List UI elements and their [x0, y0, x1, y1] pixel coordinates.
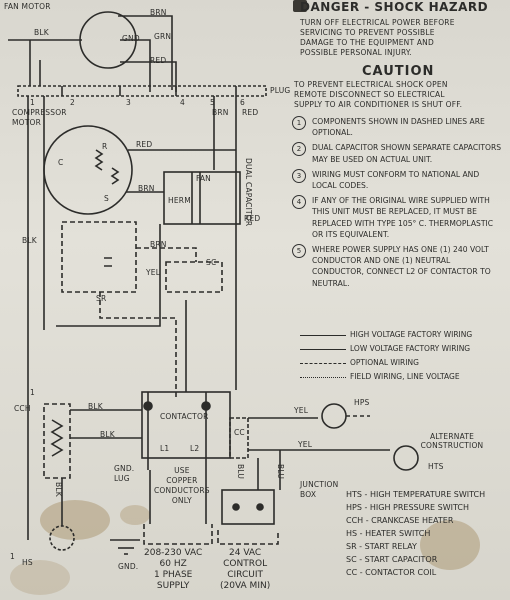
control-terminal-box — [221, 489, 275, 525]
plug-pin: 1 — [30, 98, 35, 107]
terminal-c: C — [58, 158, 64, 167]
dual-capacitor-label: DUAL CAPACITOR — [244, 158, 253, 227]
gnd-label: GND. — [118, 562, 139, 571]
cc-label: CC — [234, 428, 245, 437]
abbr-cch: CCH - CRANKCASE HEATER — [346, 516, 454, 525]
plug-label: PLUG — [270, 86, 291, 95]
wire-label: BLK — [100, 430, 115, 439]
wire-label: RED — [136, 140, 153, 149]
legend-field: FIELD WIRING, LINE VOLTAGE — [300, 372, 460, 383]
terminal-r: R — [102, 142, 108, 151]
wire-label: BRN — [150, 8, 167, 17]
capacitor-fan-label: FAN — [196, 174, 211, 183]
mounting-screw — [293, 0, 307, 12]
wire-label: BRN — [138, 184, 155, 193]
plug-pin: 6 — [240, 98, 245, 107]
compressor-motor-label: COMPRESSOR MOTOR — [12, 108, 67, 127]
gnd-lug-label: GND. LUG — [114, 464, 135, 483]
sr-label: SR — [96, 294, 107, 303]
marker: 1 — [30, 388, 35, 397]
wire-label: BLK — [54, 482, 63, 497]
plug-strip — [17, 85, 267, 97]
fan-motor-label: FAN MOTOR — [4, 2, 51, 11]
stain — [10, 560, 70, 595]
contactor-label: CONTACTOR — [160, 412, 209, 421]
wire-label: BLU — [276, 464, 285, 480]
wire-label: BLK — [88, 402, 103, 411]
hts-label: HTS — [428, 462, 444, 471]
wire-label: BLK — [34, 28, 49, 37]
sc-label: SC — [206, 258, 217, 267]
plug-pin: 5 — [210, 98, 215, 107]
wire-label: BRN — [212, 108, 229, 117]
wire-label: GRN — [154, 32, 172, 41]
dual-capacitor-box — [163, 171, 241, 225]
wire-label: RED — [150, 56, 167, 65]
legend-high-voltage: HIGH VOLTAGE FACTORY WIRING — [300, 330, 472, 341]
gnd-label: GND — [122, 34, 140, 43]
wire-label: BLK — [22, 236, 37, 245]
legend-optional: OPTIONAL WIRING — [300, 358, 419, 369]
stain — [420, 520, 480, 570]
caution-title: CAUTION — [362, 64, 435, 79]
marker: 1 — [10, 552, 15, 561]
plug-pin: 2 — [70, 98, 75, 107]
wire-label: BRN — [150, 240, 167, 249]
stain — [120, 505, 150, 525]
hs-label: HS — [22, 558, 33, 567]
wire-label: RED — [242, 108, 259, 117]
abbr-hps: HPS - HIGH PRESSURE SWITCH — [346, 503, 469, 512]
abbr-cc: CC - CONTACTOR COIL — [346, 568, 437, 577]
compressor-motor-symbol — [43, 125, 133, 215]
wire-label: YEL — [294, 406, 309, 415]
wire-label: BLU — [236, 464, 245, 480]
alternate-construction-label: ALTERNATE CONSTRUCTION — [420, 432, 484, 450]
abbr-sr: SR - START RELAY — [346, 542, 417, 551]
wire-label: RED — [244, 214, 261, 223]
junction-box-label: JUNCTION BOX — [300, 480, 339, 499]
plug-pin: 4 — [180, 98, 185, 107]
terminal-s: S — [104, 194, 109, 203]
abbr-hts: HTS - HIGH TEMPERATURE SWITCH — [346, 490, 486, 499]
wire-label: YEL — [146, 268, 161, 277]
contactor-box — [141, 391, 231, 459]
abbr-sc: SC - START CAPACITOR — [346, 555, 438, 564]
l2-label: L2 — [190, 444, 200, 453]
capacitor-herm-label: HERM — [168, 196, 191, 205]
legend-low-voltage: LOW VOLTAGE FACTORY WIRING — [300, 344, 470, 355]
abbr-hs: HS - HEATER SWITCH — [346, 529, 431, 538]
cch-label: CCH — [14, 404, 31, 413]
wire-label: YEL — [298, 440, 313, 449]
plug-pin: 3 — [126, 98, 131, 107]
hps-label: HPS — [354, 398, 370, 407]
cch-box — [43, 403, 71, 479]
danger-title: DANGER - SHOCK HAZARD — [300, 0, 489, 14]
l1-label: L1 — [160, 444, 170, 453]
